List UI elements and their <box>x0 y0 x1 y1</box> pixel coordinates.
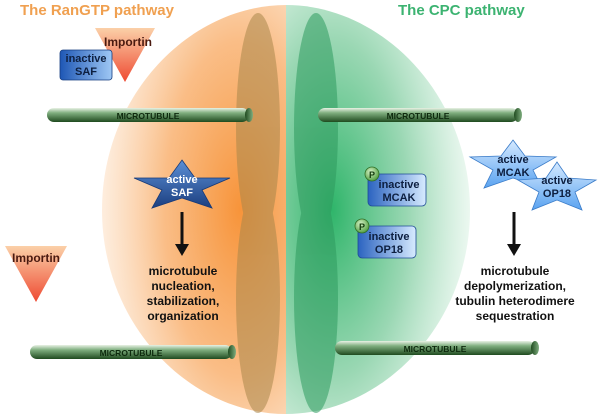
inactive-saf-line2: SAF <box>75 66 97 78</box>
active-op18-line1: active <box>541 175 572 187</box>
cpc-outcome-line1: microtubule <box>481 264 550 278</box>
inactive-op18-line1: inactive <box>369 231 410 243</box>
microtubule-top-right-label: MICROTUBULE <box>387 111 450 121</box>
spindle-right <box>294 13 338 413</box>
cpc-outcome-line3: tubulin heterodimere <box>455 294 575 308</box>
microtubule-top-left: MICROTUBULE <box>47 108 253 122</box>
microtubule-bottom-right: MICROTUBULE <box>335 341 539 355</box>
active-saf-star <box>133 159 231 209</box>
microtubule-bottom-left: MICROTUBULE <box>30 345 236 359</box>
active-saf-line2: SAF <box>171 187 193 199</box>
ran-outcome-line4: organization <box>147 309 218 323</box>
spindle-left <box>236 13 280 413</box>
active-op18-line2: OP18 <box>543 188 571 200</box>
microtubule-bottom-left-label: MICROTUBULE <box>100 348 163 358</box>
phospho-marker-mcak-label: P <box>369 170 375 180</box>
active-saf-line1: active <box>166 174 197 186</box>
inactive-saf-box <box>59 49 113 81</box>
cpc-outcome-line2: depolymerization, <box>464 279 566 293</box>
ran-outcome-line3: stabilization, <box>147 294 220 308</box>
microtubule-top-left-label: MICROTUBULE <box>117 111 180 121</box>
phospho-marker-op18 <box>354 218 370 234</box>
ran-pathway-title: The RanGTP pathway <box>20 2 175 19</box>
inactive-op18-box <box>357 225 417 259</box>
importin-top-shape <box>95 28 155 82</box>
active-mcak-line1: active <box>497 154 528 166</box>
cpc-down-arrow <box>507 212 521 256</box>
ran-outcome-line1: microtubule <box>149 264 218 278</box>
phospho-marker-op18-label: P <box>359 222 365 232</box>
microtubule-top-right: MICROTUBULE <box>318 108 522 122</box>
phospho-marker-mcak <box>364 166 380 182</box>
inactive-saf-line1: inactive <box>66 53 107 65</box>
cpc-pathway-title: The CPC pathway <box>398 2 525 19</box>
inactive-mcak-line1: inactive <box>379 179 420 191</box>
microtubule-bottom-right-label: MICROTUBULE <box>404 344 467 354</box>
saf-down-arrow <box>175 212 189 256</box>
active-mcak-line2: MCAK <box>497 167 530 179</box>
importin-bottom-label: Importin <box>12 251 60 265</box>
importin-top-label: Importin <box>104 35 152 49</box>
active-op18-star <box>516 161 598 211</box>
importin-bottom-shape <box>5 246 67 302</box>
inactive-op18-line2: OP18 <box>375 244 403 256</box>
ran-outcome-line2: nucleation, <box>151 279 214 293</box>
inactive-mcak-box <box>367 173 427 207</box>
active-mcak-star <box>468 139 558 189</box>
cpc-outcome-line4: sequestration <box>476 309 555 323</box>
inactive-mcak-line2: MCAK <box>383 192 416 204</box>
